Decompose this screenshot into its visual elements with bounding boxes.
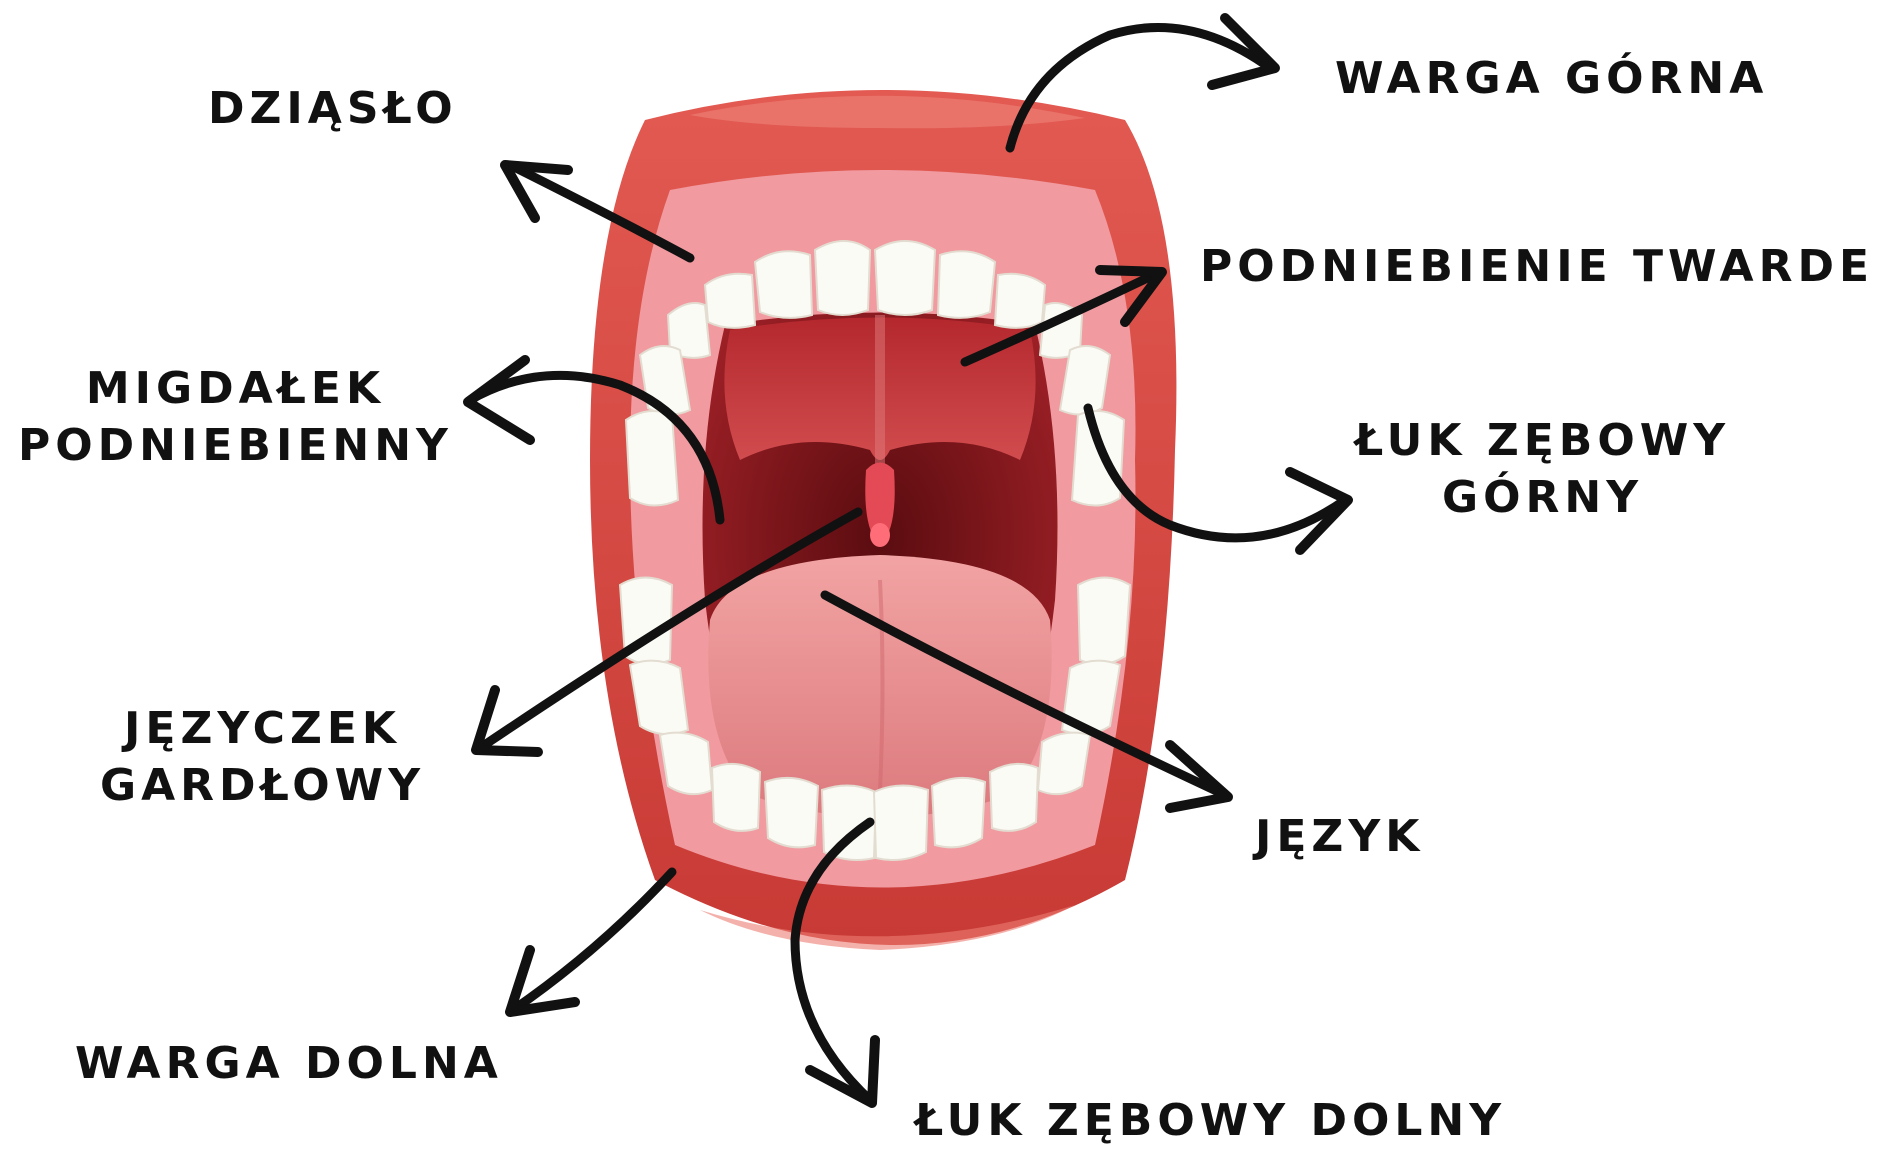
label-jezyczek-gardlowy: JĘZYCZEK GARDŁOWY bbox=[100, 700, 425, 814]
label-dziaslo-text: DZIĄSŁO bbox=[208, 80, 458, 137]
label-luk-gorny-line2: GÓRNY bbox=[1355, 469, 1730, 526]
label-warga-gorna-text: WARGA GÓRNA bbox=[1335, 50, 1768, 107]
label-warga-dolna-text: WARGA DOLNA bbox=[75, 1035, 503, 1092]
label-luk-zebowy-dolny: ŁUK ZĘBOWY DOLNY bbox=[915, 1092, 1506, 1149]
label-migdalek-line1: MIGDAŁEK bbox=[18, 360, 453, 417]
label-warga-gorna: WARGA GÓRNA bbox=[1335, 50, 1768, 107]
label-podniebienie-twarde: PODNIEBIENIE TWARDE bbox=[1200, 238, 1874, 295]
label-jezyk: JĘZYK bbox=[1255, 808, 1424, 865]
label-migdalek-line2: PODNIEBIENNY bbox=[18, 417, 453, 474]
label-dziaslo: DZIĄSŁO bbox=[208, 80, 458, 137]
label-jezyk-text: JĘZYK bbox=[1255, 808, 1424, 865]
label-jezyczek-line2: GARDŁOWY bbox=[100, 757, 425, 814]
label-luk-zebowy-dolny-text: ŁUK ZĘBOWY DOLNY bbox=[915, 1092, 1506, 1149]
label-jezyczek-line1: JĘZYCZEK bbox=[100, 700, 425, 757]
label-warga-dolna: WARGA DOLNA bbox=[75, 1035, 503, 1092]
label-luk-gorny-line1: ŁUK ZĘBOWY bbox=[1355, 412, 1730, 469]
label-podniebienie-twarde-text: PODNIEBIENIE TWARDE bbox=[1200, 238, 1874, 295]
arrow-warga-dolna bbox=[510, 872, 672, 1012]
label-migdalek-podniebienny: MIGDAŁEK PODNIEBIENNY bbox=[18, 360, 453, 474]
label-luk-zebowy-gorny: ŁUK ZĘBOWY GÓRNY bbox=[1355, 412, 1730, 526]
